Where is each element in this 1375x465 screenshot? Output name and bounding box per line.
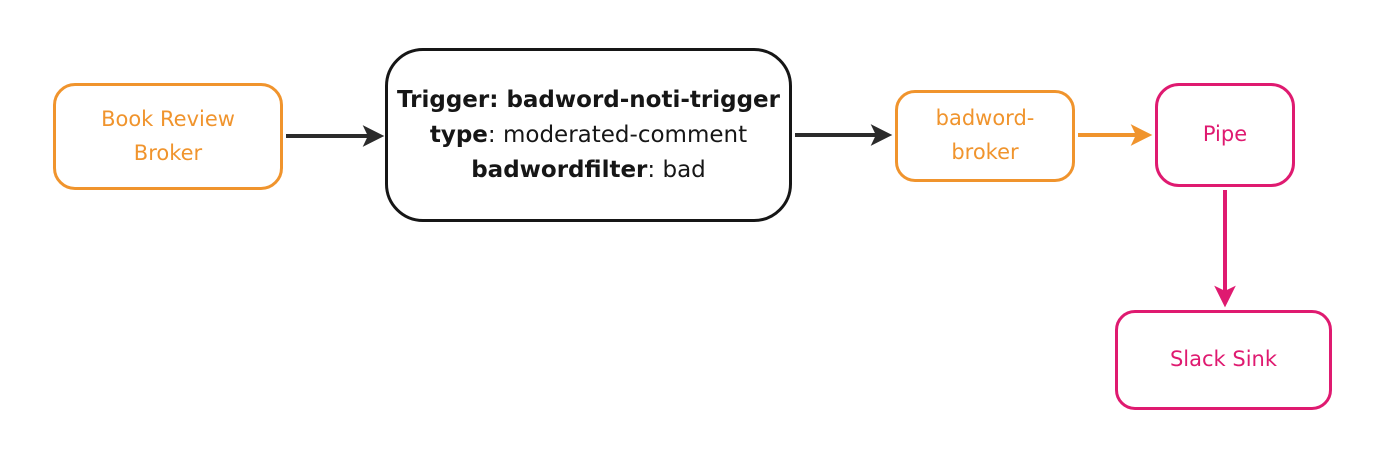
- trigger-type-key: type: [429, 121, 488, 148]
- node-book-review-broker-label: Book Review Broker: [101, 106, 235, 165]
- node-slack-sink-label: Slack Sink: [1169, 347, 1278, 372]
- trigger-line-1: Trigger: badword-noti-trigger: [397, 83, 780, 118]
- node-badword-broker: badword-broker: [895, 90, 1075, 182]
- trigger-attributes: Trigger: badword-noti-trigger type: mode…: [397, 83, 780, 188]
- trigger-filter-value: : bad: [647, 156, 706, 183]
- node-badword-broker-label: badword-broker: [935, 106, 1035, 164]
- node-pipe: Pipe: [1155, 83, 1295, 187]
- trigger-name: Trigger: badword-noti-trigger: [396, 86, 780, 113]
- trigger-line-3: badwordfilter: bad: [397, 153, 780, 188]
- node-trigger: Trigger: badword-noti-trigger type: mode…: [385, 48, 792, 222]
- node-book-review-broker: Book Review Broker: [53, 83, 283, 190]
- node-slack-sink: Slack Sink: [1115, 310, 1332, 410]
- node-pipe-label: Pipe: [1202, 122, 1248, 147]
- trigger-line-2: type: moderated-comment: [397, 118, 780, 153]
- trigger-type-value: : moderated-comment: [487, 121, 748, 148]
- trigger-filter-key: badwordfilter: [471, 156, 648, 183]
